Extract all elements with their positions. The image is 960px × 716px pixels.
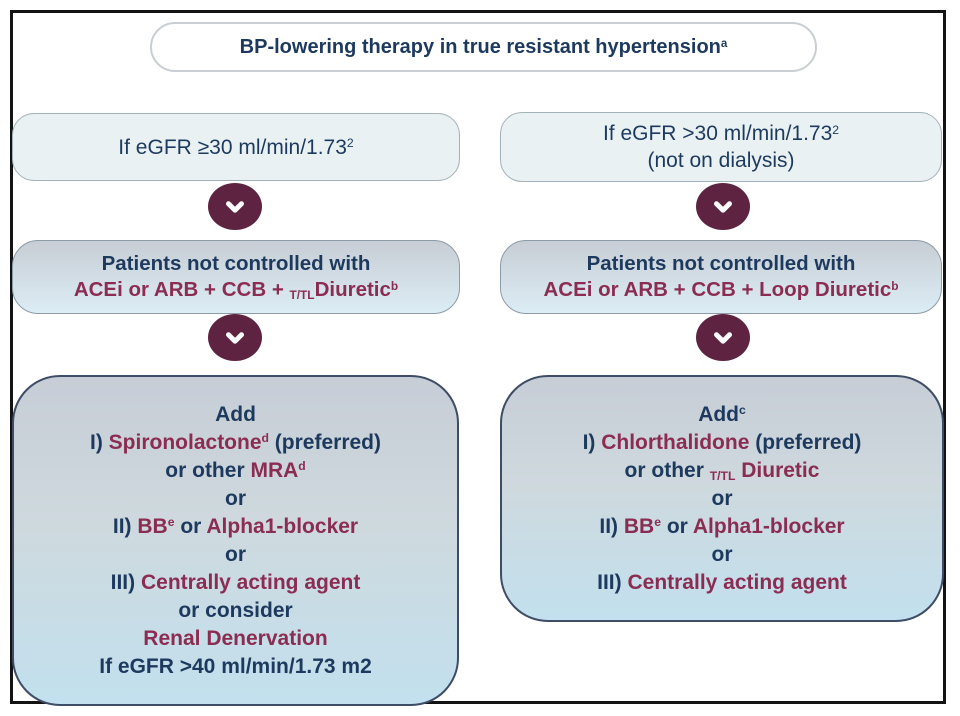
condition-box-right-text: If eGFR >30 ml/min/1.732(not on dialysis…: [602, 122, 840, 172]
condition-box-left-text: If eGFR ≥30 ml/min/1.732: [118, 135, 354, 159]
chevron-down-icon: [208, 314, 262, 361]
page-title: BP-lowering therapy in true resistant hy…: [150, 22, 817, 72]
chevron-down-icon: [696, 183, 750, 230]
condition-box-right: If eGFR >30 ml/min/1.732(not on dialysis…: [500, 112, 942, 182]
chevron-down-icon: [696, 314, 750, 361]
chevron-down-icon: [208, 183, 262, 230]
page-title-text: BP-lowering therapy in true resistant hy…: [239, 35, 728, 58]
condition-box-left: If eGFR ≥30 ml/min/1.732: [12, 113, 460, 181]
